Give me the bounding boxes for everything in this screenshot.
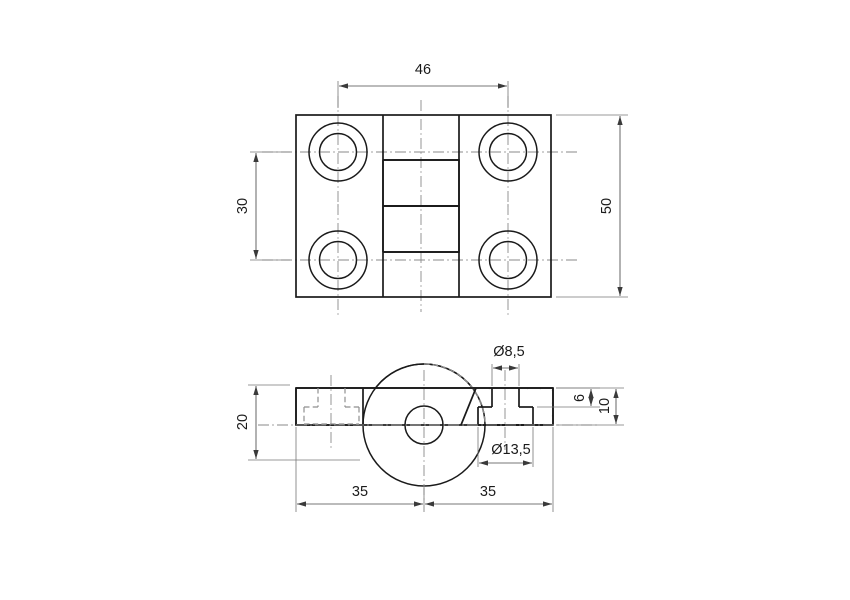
right-leaf-cut-wedge — [460, 387, 477, 426]
knuckle-segments — [382, 159, 460, 253]
dimension-50: 50 — [556, 114, 628, 298]
dimension-counterbore-dia-text: Ø13,5 — [491, 442, 531, 458]
mounting-holes — [308, 122, 538, 290]
dimension-width-left: 35 — [295, 427, 424, 512]
pin-bore-visible-arc — [404, 405, 444, 426]
dimension-knuckle-diameter: 20 — [235, 384, 360, 461]
side-view-centerlines — [258, 370, 600, 500]
dimension-width-left-text: 35 — [352, 484, 368, 500]
dimension-width-right-text: 35 — [480, 484, 496, 500]
dimension-counterbore-dia: Ø13,5 — [477, 427, 534, 467]
dimension-46: 46 — [337, 62, 509, 108]
dimension-width-right: 35 — [423, 427, 554, 512]
hole-top-left-inner — [318, 132, 358, 172]
dimension-knuckle-diameter-text: 20 — [235, 414, 251, 430]
hole-bottom-right-inner — [488, 240, 528, 280]
left-leaf-hidden-counterbore — [303, 388, 360, 425]
hole-bottom-left-outer — [308, 230, 368, 290]
side-section-view: Ø8,5 Ø13,5 6 10 — [235, 344, 624, 512]
knuckle-barrel-hidden-arc — [423, 363, 486, 426]
hole-bottom-right-outer — [478, 230, 538, 290]
hole-top-right-inner — [488, 132, 528, 172]
dimension-50-text: 50 — [599, 198, 615, 214]
front-view: 46 30 50 — [235, 62, 628, 316]
dimension-30: 30 — [235, 151, 290, 261]
dimension-counterbore-depth-text: 6 — [572, 394, 588, 402]
dimension-plate-thickness-text: 10 — [597, 398, 613, 414]
hole-top-left-outer — [308, 122, 368, 182]
hole-bottom-left-inner — [318, 240, 358, 280]
dimension-30-text: 30 — [235, 198, 251, 214]
front-view-body-outline — [295, 114, 552, 298]
dimension-through-hole-dia-text: Ø8,5 — [493, 344, 524, 360]
dimension-plate-thickness: 10 — [556, 387, 624, 426]
dimension-46-text: 46 — [415, 62, 431, 78]
dimension-through-hole-dia: Ø8,5 — [491, 344, 525, 386]
hole-top-right-outer — [478, 122, 538, 182]
